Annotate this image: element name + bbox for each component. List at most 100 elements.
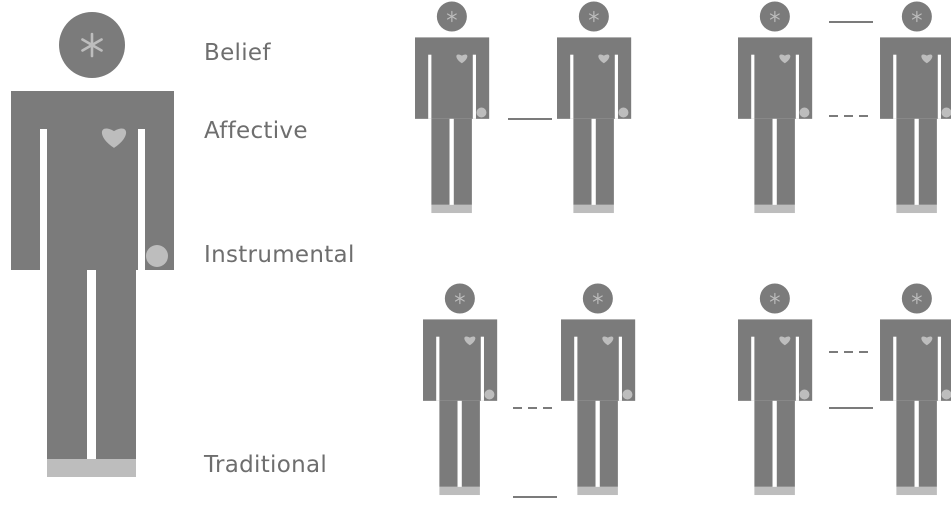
pair-3-figure-a (423, 283, 498, 496)
left-leg (754, 400, 773, 487)
asterisk-icon (81, 32, 103, 58)
feet-bar-icon (754, 204, 795, 214)
arm-gap-left (574, 336, 578, 401)
leg-gap (449, 118, 454, 205)
arm-gap-left (751, 336, 755, 401)
left-leg (577, 400, 596, 487)
right-leg (776, 118, 795, 205)
asterisk-icon (911, 292, 922, 305)
torso (561, 319, 636, 401)
hand-circle-icon (941, 389, 951, 400)
heart-icon (101, 128, 127, 148)
asterisk-icon (454, 292, 465, 305)
heart-icon (921, 336, 933, 346)
heart-icon (779, 336, 791, 346)
torso (423, 319, 498, 401)
right-leg (599, 400, 618, 487)
heart-icon (921, 54, 933, 64)
arm-gap-left (428, 54, 432, 119)
arm-gap-right (480, 336, 484, 401)
left-leg (754, 118, 773, 205)
right-leg (776, 400, 795, 487)
arm-gap-left (570, 54, 574, 119)
asterisk-icon (592, 292, 603, 305)
leg-gap (772, 118, 777, 205)
arm-gap-right (937, 336, 941, 401)
torso (415, 37, 490, 119)
asterisk-icon (911, 10, 922, 23)
arm-gap-left (40, 129, 47, 270)
feet-bar-icon (896, 486, 937, 496)
pair-4-figure-a (738, 283, 813, 496)
leg-gap (87, 270, 96, 459)
left-leg (573, 118, 592, 205)
torso (11, 91, 174, 270)
arm-gap-right (138, 129, 145, 270)
leg-gap (772, 400, 777, 487)
feet-bar-icon (431, 204, 472, 214)
pair-3-figure-b (561, 283, 636, 496)
arm-gap-left (436, 336, 440, 401)
hand-circle-icon (146, 245, 168, 267)
arm-gap-right (795, 336, 799, 401)
leg-gap (457, 400, 462, 487)
arm-gap-left (893, 54, 897, 119)
arm-gap-left (751, 54, 755, 119)
arm-gap-right (614, 54, 618, 119)
left-leg (439, 400, 458, 487)
leg-gap (595, 400, 600, 487)
heart-icon (602, 336, 614, 346)
left-leg (896, 400, 915, 487)
feet-bar-icon (896, 204, 937, 214)
pair-1-figure-b (557, 1, 632, 214)
asterisk-icon (769, 10, 780, 23)
torso (738, 319, 813, 401)
asterisk-icon (588, 10, 599, 23)
label-affective: Affective (204, 118, 308, 144)
right-leg (453, 118, 472, 205)
feet-bar-icon (577, 486, 618, 496)
right-leg (96, 270, 136, 459)
heart-icon (464, 336, 476, 346)
label-instrumental: Instrumental (204, 242, 355, 268)
right-leg (918, 400, 937, 487)
leg-gap (591, 118, 596, 205)
heart-icon (598, 54, 610, 64)
arm-gap-right (472, 54, 476, 119)
arm-gap-right (795, 54, 799, 119)
leg-gap (914, 118, 919, 205)
feet-bar-icon (754, 486, 795, 496)
hand-circle-icon (476, 107, 487, 118)
hand-circle-icon (799, 107, 810, 118)
label-belief: Belief (204, 40, 271, 66)
pair-1-figure-a (415, 1, 490, 214)
right-leg (918, 118, 937, 205)
hand-circle-icon (799, 389, 810, 400)
torso (738, 37, 813, 119)
pair-4-figure-b (880, 283, 951, 496)
asterisk-icon (769, 292, 780, 305)
right-leg (595, 118, 614, 205)
hand-circle-icon (622, 389, 633, 400)
arm-gap-right (618, 336, 622, 401)
asterisk-icon (446, 10, 457, 23)
feet-bar-icon (573, 204, 614, 214)
label-traditional: Traditional (204, 452, 328, 478)
hand-circle-icon (941, 107, 951, 118)
legend-figure (11, 12, 174, 477)
hand-circle-icon (618, 107, 629, 118)
torso (557, 37, 632, 119)
leg-gap (914, 400, 919, 487)
feet-bar-icon (439, 486, 480, 496)
heart-icon (456, 54, 468, 64)
pair-2-figure-a (738, 1, 813, 214)
left-leg (431, 118, 450, 205)
heart-icon (779, 54, 791, 64)
arm-gap-left (893, 336, 897, 401)
left-leg (896, 118, 915, 205)
feet-bar-icon (47, 459, 136, 477)
pair-2-figure-b (880, 1, 951, 214)
hand-circle-icon (484, 389, 495, 400)
